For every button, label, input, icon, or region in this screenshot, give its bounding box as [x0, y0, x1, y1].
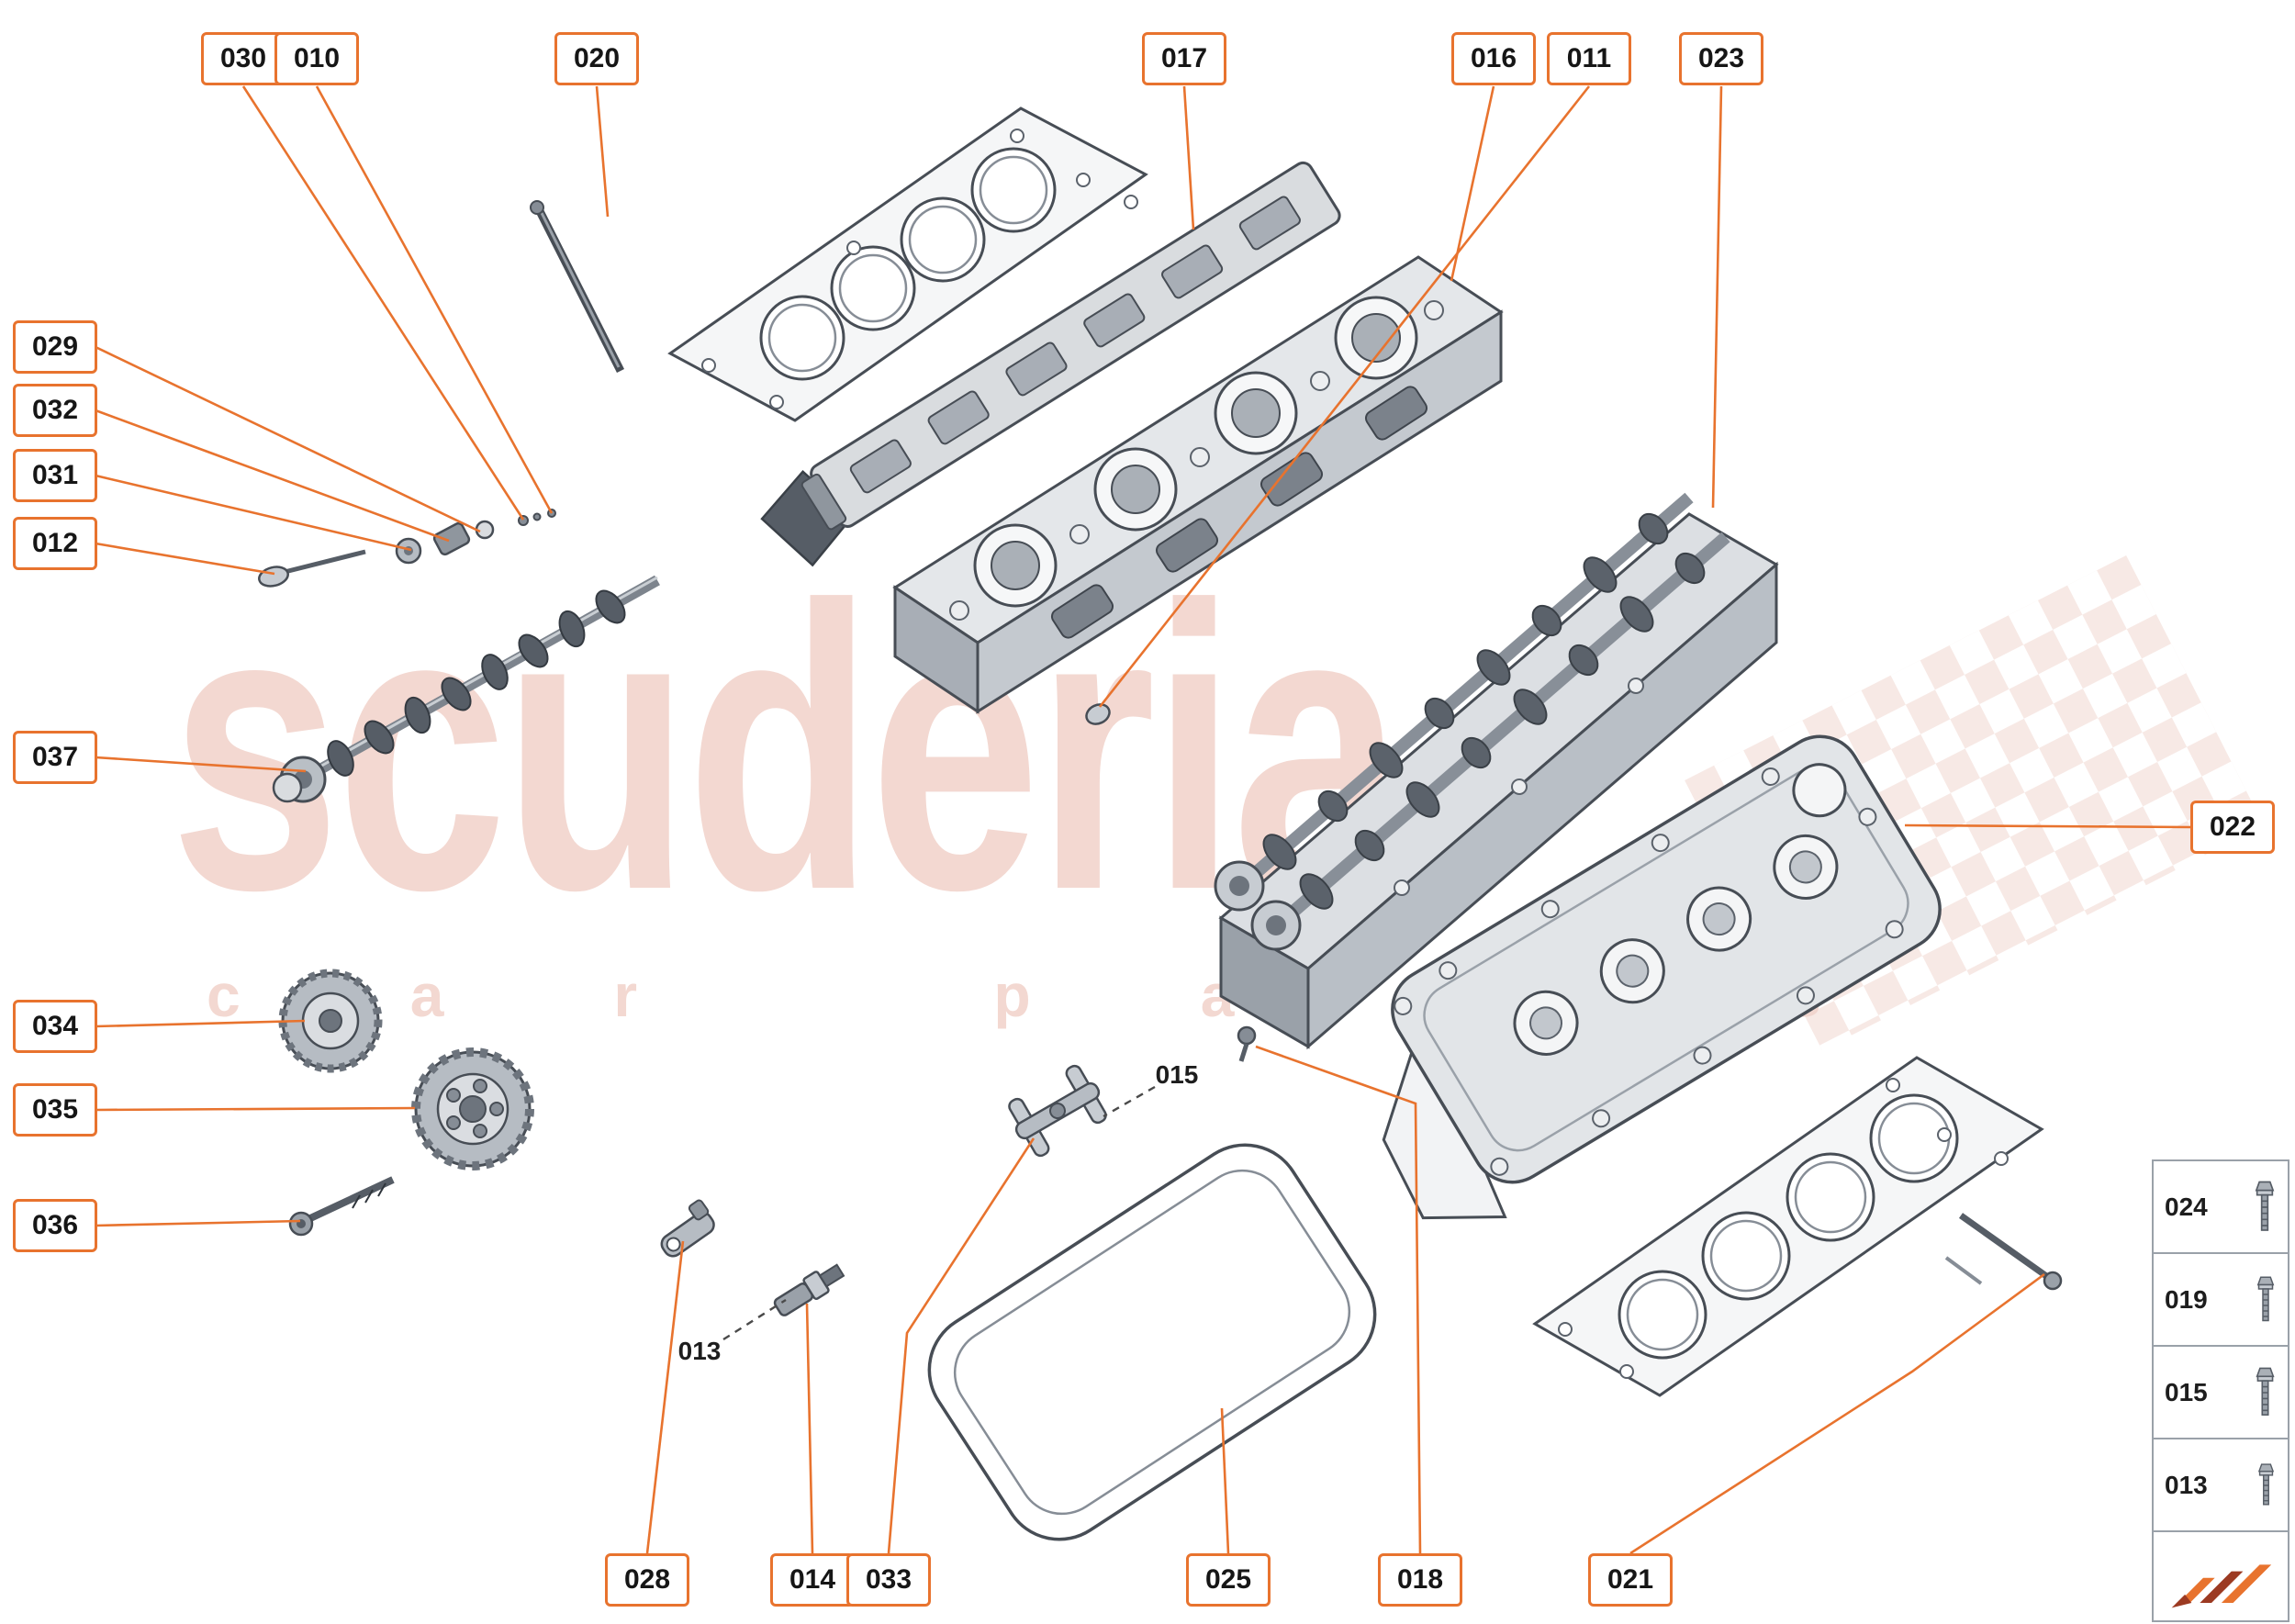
- legend-item-019[interactable]: 019: [2154, 1254, 2288, 1347]
- callout-010[interactable]: 010: [274, 32, 359, 85]
- callout-028[interactable]: 028: [605, 1553, 689, 1607]
- legend-item-013[interactable]: 013: [2154, 1439, 2288, 1532]
- stud-bolt-art: [530, 200, 625, 374]
- callout-018[interactable]: 018: [1378, 1553, 1462, 1607]
- leader-lines: [95, 85, 2191, 1555]
- valve-train-parts-art: [258, 509, 556, 588]
- legend-item-015[interactable]: 015: [2154, 1347, 2288, 1439]
- callout-031[interactable]: 031: [13, 449, 97, 502]
- valve-cover-022-art: [1382, 734, 1942, 1220]
- legend-label: 024: [2165, 1192, 2208, 1221]
- dashed-callout-lines: [722, 1085, 1156, 1341]
- callout-036[interactable]: 036: [13, 1199, 97, 1252]
- legend-label: 013: [2165, 1470, 2208, 1499]
- bolt-icon: [2256, 1276, 2275, 1321]
- screw-018-art: [1237, 1025, 1257, 1062]
- bolt-icon: [2255, 1181, 2275, 1231]
- callout-014[interactable]: 014: [770, 1553, 855, 1607]
- callout-020[interactable]: 020: [554, 32, 639, 85]
- brand-arrow-logo: [2154, 1532, 2288, 1620]
- inline-label-013: 013: [677, 1337, 722, 1365]
- callout-022[interactable]: 022: [2190, 801, 2275, 854]
- cam-carrier-strip-art: [760, 161, 1341, 567]
- fastener-legend-panel: 024 019 015: [2152, 1159, 2289, 1622]
- callout-033[interactable]: 033: [846, 1553, 931, 1607]
- bolt-icon: [2256, 1367, 2275, 1416]
- cam-sensor-028-art: [660, 1199, 715, 1258]
- legend-label: 019: [2165, 1284, 2208, 1314]
- arrow-logo-icon: [2171, 1564, 2272, 1608]
- cam-bridge-033-art: [1008, 1064, 1107, 1158]
- cylinder-head-016-art: [892, 255, 1504, 714]
- bolt-icon: [2257, 1462, 2275, 1506]
- callout-021[interactable]: 021: [1588, 1553, 1673, 1607]
- callout-012[interactable]: 012: [13, 517, 97, 570]
- cylinder-head-023-art: [1214, 492, 1779, 1050]
- inline-label-015: 015: [1155, 1060, 1199, 1089]
- callout-011[interactable]: 011: [1547, 32, 1631, 85]
- cover-gasket-025-art: [927, 1143, 1377, 1541]
- vvt-sprocket-035-art: [411, 1047, 534, 1170]
- callout-017[interactable]: 017: [1142, 32, 1226, 85]
- cap-011-art: [1085, 703, 1111, 725]
- head-gasket-top-art: [667, 106, 1148, 422]
- spark-plug-014-art: [773, 1263, 845, 1316]
- head-gasket-bottom-art: [1532, 1056, 2044, 1397]
- callout-037[interactable]: 037: [13, 731, 97, 784]
- callout-016[interactable]: 016: [1451, 32, 1536, 85]
- callout-025[interactable]: 025: [1186, 1553, 1271, 1607]
- head-bolt-art: [1944, 1213, 2063, 1291]
- callout-030[interactable]: 030: [201, 32, 285, 85]
- callout-034[interactable]: 034: [13, 1000, 97, 1053]
- sprocket-bolt-036-art: [288, 1176, 395, 1237]
- callout-035[interactable]: 035: [13, 1083, 97, 1137]
- legend-label: 015: [2165, 1377, 2208, 1406]
- camshaft-037-art: [272, 575, 660, 803]
- callout-023[interactable]: 023: [1679, 32, 1763, 85]
- callout-029[interactable]: 029: [13, 320, 97, 374]
- callout-032[interactable]: 032: [13, 384, 97, 437]
- legend-item-024[interactable]: 024: [2154, 1161, 2288, 1254]
